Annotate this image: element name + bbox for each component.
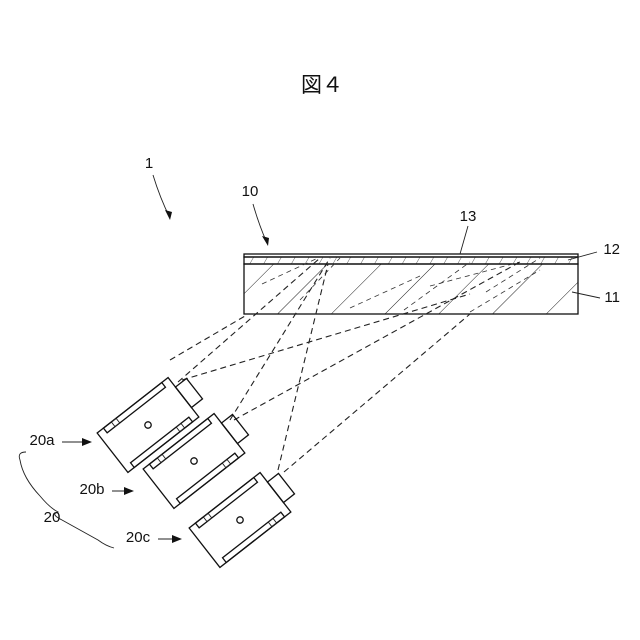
camera-b-arrow [112, 487, 134, 495]
layer-top-leader [460, 226, 468, 254]
camera-c-arrow [158, 535, 182, 543]
substrate-11 [244, 264, 578, 314]
device-leader-arrow [153, 175, 172, 220]
layer-middle-leader [568, 252, 597, 260]
panel-label: 10 [242, 183, 259, 200]
layer-middle-label: 12 [603, 241, 620, 258]
camera-20a [97, 369, 210, 472]
camera-20b [143, 405, 256, 508]
device-label: 1 [145, 155, 153, 172]
layer-top-label: 13 [460, 208, 477, 225]
layer-13 [244, 254, 578, 257]
camera-c-label: 20c [126, 529, 151, 546]
camera-b-label: 20b [79, 481, 104, 498]
camera-a-label: 20a [29, 432, 55, 449]
figure-title: 図４ [301, 73, 343, 97]
camera-group-label: 20 [44, 509, 61, 526]
layer-12 [244, 257, 578, 264]
camera-group-brace [19, 452, 114, 548]
substrate-label: 11 [604, 289, 620, 306]
camera-a-arrow [62, 438, 92, 446]
panel-leader-arrow [253, 204, 269, 246]
camera-20c [189, 464, 302, 567]
